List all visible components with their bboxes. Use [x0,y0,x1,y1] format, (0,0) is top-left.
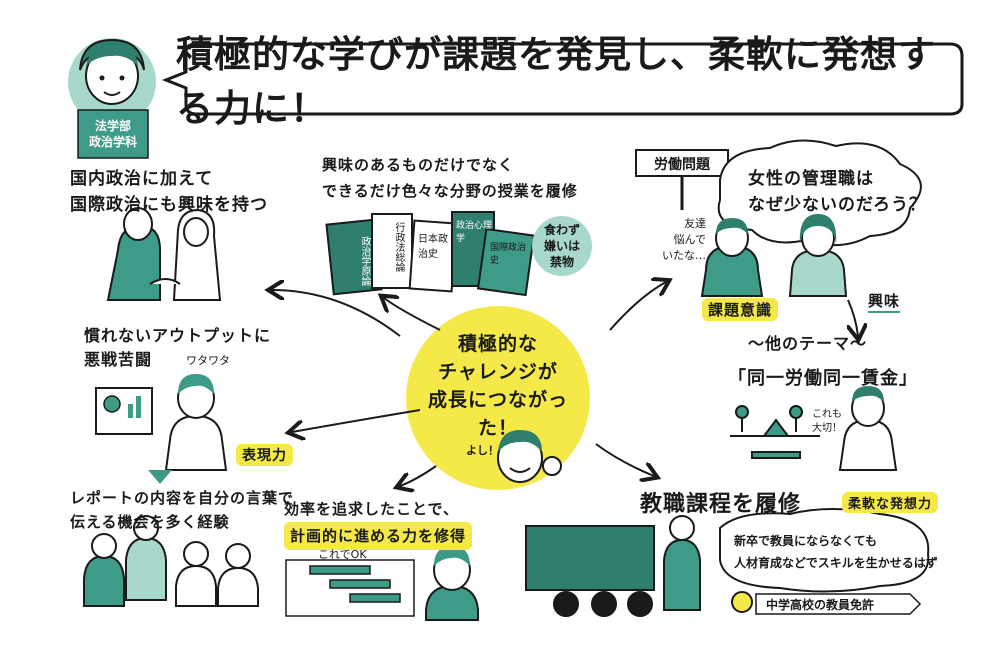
arrow-top-center [384,298,441,331]
caption-line: 国内政治に加えて [70,169,214,189]
bottom-left-caption: レポートの内容を自分の言葉で 伝える機会を多く経験 [70,486,294,534]
thought-line: なぜ少ないのだろう？ [748,195,927,215]
badge-line-1: 法学部 [94,119,131,133]
note-line: 禁物 [550,255,575,269]
friend-note: 友達 悩んで いたな… [662,216,706,264]
bottom-center-caption: 効率を追求したことで、 計画的に進める力を修得 [284,496,473,550]
skill-tag-expression: 表現力 [236,444,293,466]
center-face [497,430,562,483]
speech-line: これも [812,409,842,420]
bottom-right-heading: 教職課程を履修 [640,492,802,517]
arrow-left [292,409,421,432]
note-line: 嫌いは [544,239,581,253]
friend-line: 悩んで [673,233,706,246]
thought-text-top: 女性の管理職は なぜ少ないのだろう？ [748,166,927,218]
license-badge [731,591,922,615]
thumbs-up-person [425,546,479,621]
thought-bubble-top [717,139,922,247]
interest-label: 興味 [868,290,901,313]
thought-line: 人材育成などでスキルを生かせるはず [734,556,938,570]
caption-line: 伝える機会を多く経験 [70,513,230,531]
top-center-caption: 興味のあるものだけでなく できるだけ色々な分野の授業を履修 [322,152,578,204]
caption-line: 興味のあるものだけでなく [322,156,515,174]
stressed-presenter [95,374,228,484]
caption-line-highlight: 計画的に進める力を修得 [284,522,473,550]
mid-left-caption: 慣れないアウトプットに 悪戦苦闘 [84,324,271,372]
note-text: 食わず 嫌いは 禁物 [544,222,580,270]
awareness-tag: 課題意識 [702,298,779,321]
thought-line: 新卒で教員にならなくても [734,534,878,548]
book-title: 政治心理学 [456,221,493,244]
book-title: 国際政治史 [490,243,527,266]
book-title: 行政法総論 [393,222,404,272]
skill-tag-flexible: 柔軟な発想力 [842,492,939,513]
arrow-bottom-right [595,443,654,476]
group-discussion [83,515,259,607]
scale-illustration [730,405,820,459]
badge-line-2: 政治学科 [88,135,137,149]
two-people [700,214,848,297]
caption-line: レポートの内容を自分の言葉で [70,489,295,507]
speaker-right [838,386,898,471]
license-text: 中学高校の教員免許 [766,598,875,612]
caption-line: 悪戦苦闘 [84,350,153,369]
center-line: チャレンジが [438,361,558,383]
sfx-text: ワタワタ [186,354,230,367]
handshake-illustration [106,207,222,301]
theme-header: 〜他のテーマ〜 [748,334,868,353]
sign-text: 労働問題 [654,157,710,173]
caption-line: 効率を追求したことで、 [284,500,459,518]
arrow-top-left [272,290,401,337]
arrow-awareness-theme [848,299,858,336]
thought-text-bottom: 新卒で教員にならなくても 人材育成などでスキルを生かせるはず [734,530,938,574]
friend-line: いたな… [662,249,706,262]
ok-label: これでOK [318,548,367,561]
classroom-illustration [525,515,701,617]
top-left-caption: 国内政治に加えて 国際政治にも興味を持つ [70,166,268,218]
center-circle [406,306,590,490]
student-badge: 法学部 政治学科 [80,118,146,150]
center-shout: よし！ [466,444,499,457]
book-title: 政治学原論 [359,236,370,286]
thought-line: 女性の管理職は [748,169,874,189]
gantt-chart [285,559,415,617]
page-title: 積極的な学びが課題を発見し、柔軟に発想する力に！ [176,33,936,130]
books-illustration [325,211,592,297]
note-line: 食わず [544,223,581,237]
arrow-top-right [609,282,666,331]
student-avatar [68,38,156,159]
friend-line: 友達 [684,217,706,230]
arrow-bottom-center [400,465,437,486]
caption-line: 慣れないアウトプットに [84,326,272,345]
caption-line: できるだけ色々な分野の授業を履修 [322,182,578,200]
theme-text: 「同一労働同一賃金」 [728,368,918,389]
speech-note: これも 大切！ [812,408,842,436]
thought-bubble-bottom [719,508,930,593]
center-line: 成長につながった！ [427,389,568,439]
speech-line: 大切！ [812,423,842,434]
center-text: 積極的な チャレンジが 成長につながった！ [418,330,578,442]
caption-line: 国際政治にも興味を持つ [70,195,268,215]
title-bubble [161,42,964,116]
book-title: 日本政治史 [418,234,448,260]
center-line: 積極的な [457,333,538,355]
